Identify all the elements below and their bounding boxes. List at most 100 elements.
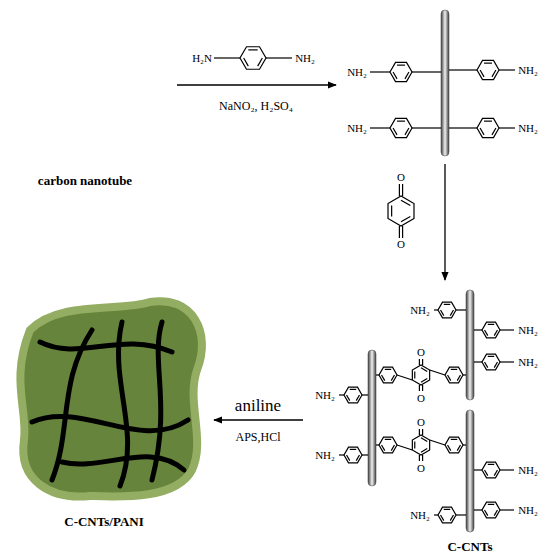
bond	[347, 395, 350, 401]
bond	[463, 374, 466, 375]
pani-composite	[20, 301, 202, 496]
reaction-arrow	[214, 419, 303, 420]
benzene-ring	[390, 62, 412, 81]
benzene-ring	[344, 387, 362, 403]
bond	[419, 359, 420, 365]
reaction-condition: NaNO₂, H₂SO₄	[219, 100, 293, 112]
bond	[266, 57, 292, 58]
atom-label: NH₂	[410, 510, 430, 521]
benzene-ring	[344, 447, 362, 463]
bond	[385, 439, 391, 440]
nanotube-figure: carbon nanotube	[20, 8, 175, 192]
bond	[499, 69, 515, 70]
bond	[484, 63, 492, 64]
bond	[430, 440, 445, 445]
bond	[258, 58, 263, 66]
atom-label: O	[417, 463, 425, 474]
atom-label: NH₂	[518, 325, 538, 336]
bond	[421, 438, 427, 442]
pani-coating	[20, 301, 202, 496]
bond	[451, 369, 457, 370]
benzene-ring	[388, 196, 414, 226]
bond	[456, 514, 466, 515]
reaction-arrow	[444, 164, 445, 280]
benzene-ring	[379, 367, 397, 383]
bond	[412, 127, 441, 128]
bond	[456, 309, 466, 310]
bond	[339, 394, 344, 395]
bond	[474, 329, 482, 330]
atom-label: NH₂	[518, 465, 538, 476]
bond	[393, 128, 397, 135]
bond	[494, 362, 497, 368]
benzene-ring	[445, 437, 463, 453]
bond	[244, 58, 249, 66]
bond	[397, 121, 405, 122]
bond	[350, 389, 356, 390]
atom-label: O	[417, 417, 425, 428]
bond	[350, 449, 356, 450]
nanotube	[368, 350, 376, 486]
atom-label: O	[397, 239, 405, 250]
bond	[494, 330, 497, 336]
atom-label: NH₂	[315, 450, 335, 461]
bond	[449, 127, 477, 128]
bond	[422, 455, 423, 461]
bond	[457, 375, 460, 381]
composite-figure: C-CNTs/PANI	[10, 292, 212, 532]
bond	[422, 385, 423, 391]
bond	[391, 206, 392, 217]
benzene-ring	[412, 435, 429, 455]
bond	[441, 310, 444, 316]
atom-label: NH₂	[315, 390, 335, 401]
bond	[393, 72, 397, 79]
bond	[474, 509, 482, 510]
atom-label: NH₂	[518, 123, 538, 134]
bond	[347, 455, 350, 461]
bond	[422, 359, 423, 365]
bond	[492, 128, 496, 135]
bond	[480, 70, 484, 77]
atom-label: O	[397, 172, 405, 183]
bond	[450, 515, 453, 521]
bond	[419, 455, 420, 461]
bond	[480, 128, 484, 135]
bond	[485, 362, 488, 368]
atom-label: H₂N	[192, 53, 212, 64]
bond	[419, 385, 420, 391]
bond	[370, 71, 390, 72]
bond	[399, 184, 400, 196]
bond	[448, 375, 451, 381]
nanotube-network	[32, 322, 188, 486]
atom-label: NH₂	[518, 505, 538, 516]
atom-label: O	[417, 347, 425, 358]
bond	[488, 356, 494, 357]
bond	[382, 375, 385, 381]
crosslinked-nanotube-figure: C-CNTsNH₂NH₂NH₂NH₂NH₂NH₂NH₂NH₂OOOO	[305, 282, 546, 556]
benzene-ring	[390, 118, 412, 137]
figure-caption: C-CNTs/PANI	[64, 515, 143, 528]
atom-label: NH₂	[518, 357, 538, 368]
benzene-ring	[477, 118, 499, 137]
reaction-condition: aniline	[235, 397, 281, 414]
bond	[421, 379, 427, 383]
bond	[441, 515, 444, 521]
atom-label: NH₂	[347, 123, 367, 134]
bond	[391, 445, 394, 451]
bond	[402, 184, 403, 196]
bond	[414, 371, 415, 378]
bond	[401, 216, 410, 221]
bond	[382, 445, 385, 451]
bond	[370, 127, 390, 128]
bond	[391, 375, 394, 381]
bond	[356, 395, 359, 401]
bond	[474, 469, 482, 470]
bond	[463, 444, 466, 445]
benzene-ring	[445, 367, 463, 383]
bond	[500, 509, 514, 510]
molecular-structures	[214, 10, 515, 532]
atom-label: O	[417, 393, 425, 404]
bond	[401, 200, 410, 205]
